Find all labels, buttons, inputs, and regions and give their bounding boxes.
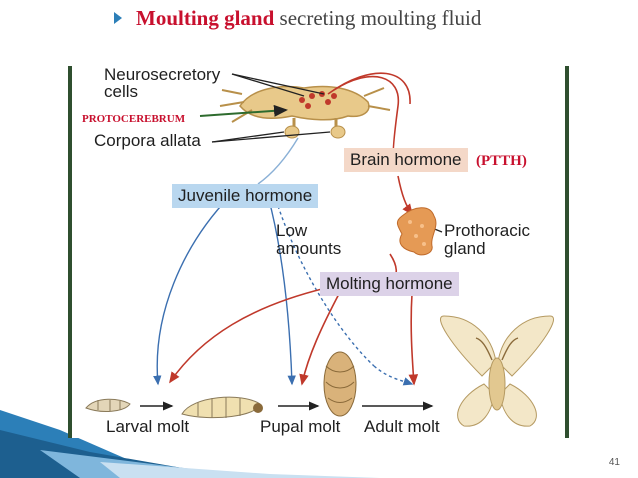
label-protocerebrum: PROTOCEREBRUM: [82, 113, 186, 125]
title-rest: secreting moulting fluid: [274, 6, 482, 30]
large-larva: [181, 396, 263, 419]
small-larva: [85, 398, 131, 412]
label-pupal-molt: Pupal molt: [260, 417, 341, 436]
box-brain-hormone: Brain hormone: [344, 148, 468, 172]
label-prothoracic: Prothoracic: [444, 221, 530, 240]
bullet-arrow-icon: [114, 12, 122, 24]
label-low: Low: [276, 221, 308, 240]
label-adult-molt: Adult molt: [364, 417, 440, 436]
label-molting-hormone: Molting hormone: [326, 274, 453, 293]
slide-title: Moulting gland secreting moulting fluid: [114, 6, 481, 31]
label-cells: cells: [104, 82, 139, 101]
box-juvenile-hormone: Juvenile hormone: [172, 184, 319, 208]
label-brain-hormone: Brain hormone: [350, 150, 462, 169]
label-ptth: (PTTH): [476, 153, 527, 169]
page-number: 41: [608, 457, 620, 468]
pupa: [323, 351, 357, 417]
prothoracic-gland: [396, 207, 437, 256]
label-gland: gland: [444, 239, 486, 258]
label-larval-molt: Larval molt: [106, 417, 190, 436]
label-corpora-allata: Corpora allata: [94, 131, 201, 150]
label-neurosecretory: Neurosecretory: [104, 65, 221, 84]
diagram-graphics: [85, 72, 555, 427]
title-bold: Moulting gland: [136, 6, 275, 30]
label-amounts: amounts: [276, 239, 342, 258]
label-juvenile-hormone: Juvenile hormone: [178, 186, 313, 205]
adult-moth: [439, 315, 555, 427]
box-molting-hormone: Molting hormone: [320, 272, 459, 296]
insect-hormone-diagram: Neurosecretory cells PROTOCEREBRUM Corpo…: [68, 66, 569, 438]
